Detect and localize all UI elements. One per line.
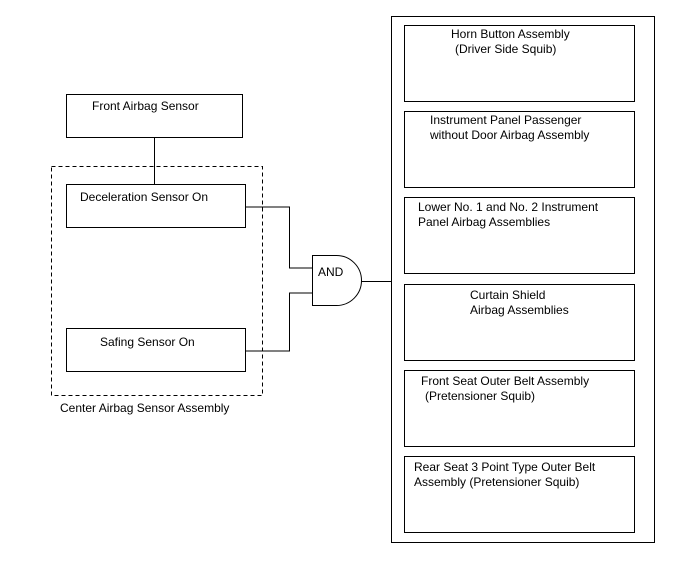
output-box-front-seat-belt: Front Seat Outer Belt Assembly (Pretensi… <box>404 370 635 447</box>
decel-to-and-wire <box>246 206 312 269</box>
deceleration-sensor-box: Deceleration Sensor On <box>66 184 246 228</box>
output-line2: (Pretensioner Squib) <box>425 389 536 403</box>
output-line2: Airbag Assemblies <box>470 303 569 317</box>
front-airbag-sensor-label: Front Airbag Sensor <box>92 99 199 113</box>
output-line2: without Door Airbag Assembly <box>430 128 590 142</box>
output-box-rear-seat-belt: Rear Seat 3 Point Type Outer Belt Assemb… <box>404 456 635 533</box>
deceleration-sensor-label: Deceleration Sensor On <box>80 190 209 204</box>
output-line1: Rear Seat 3 Point Type Outer Belt <box>414 460 596 474</box>
output-line2: (Driver Side Squib) <box>455 42 557 56</box>
output-box-horn-button: Horn Button Assembly (Driver Side Squib) <box>404 25 635 102</box>
and-gate-shape <box>312 255 362 306</box>
front-airbag-sensor-box: Front Airbag Sensor <box>66 94 243 138</box>
center-assembly-caption: Center Airbag Sensor Assembly <box>60 401 230 415</box>
safing-to-and-wire <box>246 292 312 352</box>
output-line2: Assembly (Pretensioner Squib) <box>414 475 580 489</box>
output-line1: Instrument Panel Passenger <box>430 113 582 127</box>
output-line1: Front Seat Outer Belt Assembly <box>421 374 590 388</box>
outputs-container <box>391 16 655 543</box>
safing-sensor-label: Safing Sensor On <box>100 335 195 349</box>
output-line2: Panel Airbag Assemblies <box>418 215 551 229</box>
output-line1: Horn Button Assembly <box>451 27 570 41</box>
output-box-lower-instrument-panel: Lower No. 1 and No. 2 Instrument Panel A… <box>404 197 635 274</box>
output-box-instrument-panel-passenger: Instrument Panel Passenger without Door … <box>404 111 635 188</box>
and-gate-label: AND <box>318 265 344 279</box>
center-assembly-enclosure <box>51 166 263 396</box>
safing-sensor-box: Safing Sensor On <box>66 328 246 372</box>
output-line1: Curtain Shield <box>470 288 546 302</box>
output-line1: Lower No. 1 and No. 2 Instrument <box>418 200 599 214</box>
output-box-curtain-shield: Curtain Shield Airbag Assemblies <box>404 284 635 361</box>
